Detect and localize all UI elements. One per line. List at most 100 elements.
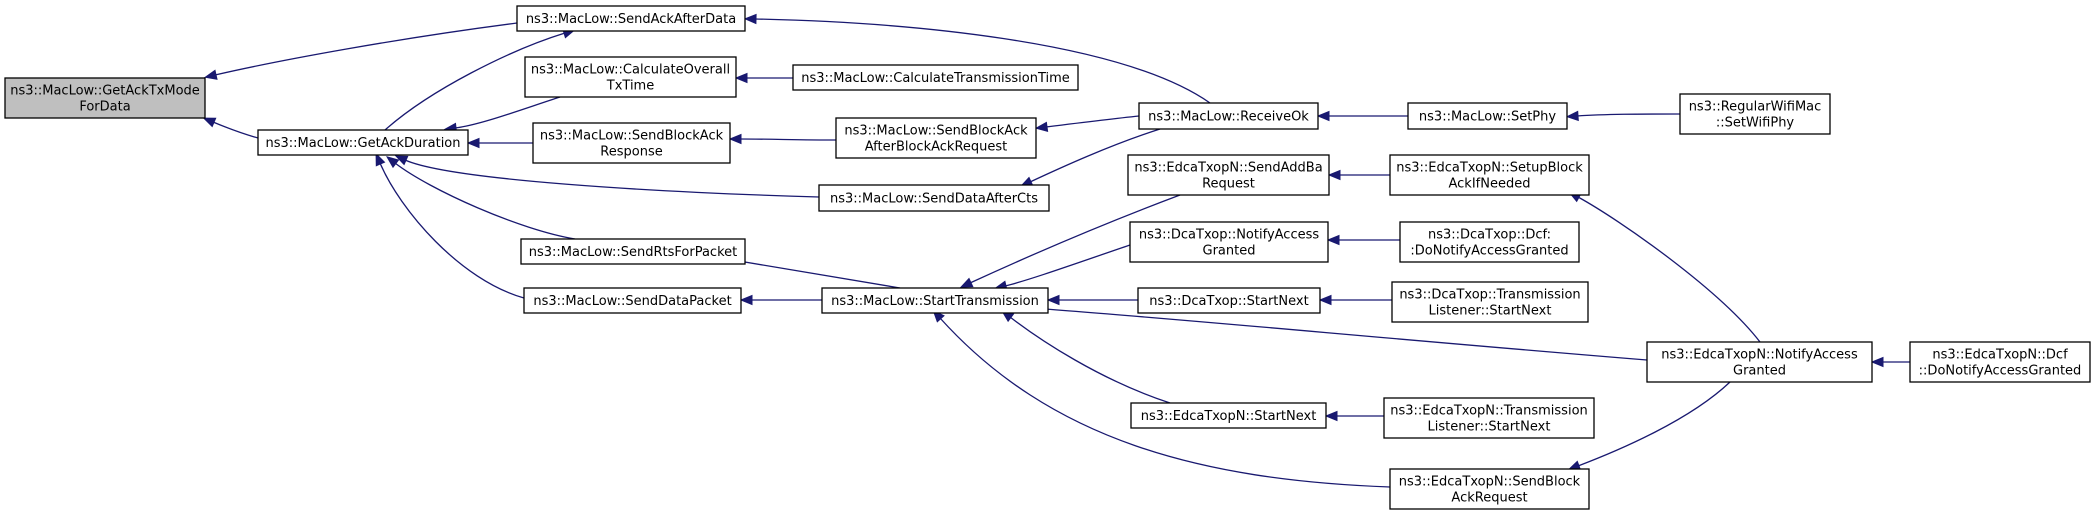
edge-line bbox=[212, 121, 259, 139]
edge-dcanotify-to-starttransmission bbox=[993, 244, 1131, 291]
edge-line bbox=[939, 317, 1391, 488]
arrowhead bbox=[1326, 234, 1340, 246]
node-label-line: ns3::MacLow::GetAckTxMode bbox=[10, 84, 200, 99]
arrowhead bbox=[1316, 110, 1330, 122]
node-calctranstime[interactable]: ns3::MacLow::CalculateTransmissionTime bbox=[792, 64, 1079, 91]
arrowhead bbox=[1034, 121, 1049, 132]
edge-line bbox=[739, 138, 837, 141]
edge-line bbox=[1577, 196, 1761, 343]
node-label-line: ::SetWifiPhy bbox=[1716, 116, 1795, 131]
arrowhead bbox=[386, 156, 400, 169]
node-label-line: ns3::MacLow::CalculateTransmissionTime bbox=[801, 71, 1070, 86]
node-edcanotify[interactable]: ns3::EdcaTxopN::NotifyAccessGranted bbox=[1646, 341, 1873, 383]
edge-senddatapacket-to-getackduration bbox=[375, 152, 525, 299]
node-box bbox=[1909, 341, 2091, 383]
node-label-line: ns3::EdcaTxopN::SendAddBa bbox=[1134, 161, 1322, 176]
node-receiveok[interactable]: ns3::MacLow::ReceiveOk bbox=[1138, 102, 1319, 130]
edge-line bbox=[1009, 316, 1171, 404]
node-box bbox=[516, 5, 746, 32]
node-box bbox=[1646, 341, 1873, 383]
node-label-line: Granted bbox=[1203, 244, 1256, 259]
node-dcatransstart[interactable]: ns3::DcaTxop::TransmissionListener::Star… bbox=[1391, 281, 1589, 323]
arrowhead bbox=[1870, 356, 1884, 368]
node-label-line: ns3::DcaTxop::StartNext bbox=[1149, 294, 1308, 309]
node-box bbox=[1383, 397, 1595, 439]
node-label-line: ns3::EdcaTxopN::SetupBlock bbox=[1396, 161, 1583, 176]
node-sendblockackafter[interactable]: ns3::MacLow::SendBlockAckAfterBlockAckRe… bbox=[835, 117, 1037, 159]
edge-setwifiphy-to-setphy bbox=[1565, 110, 1681, 122]
edge-line bbox=[379, 162, 525, 299]
node-box bbox=[821, 287, 1049, 314]
node-box bbox=[1129, 221, 1329, 263]
node-label-line: Response bbox=[600, 145, 662, 160]
node-dcanotify[interactable]: ns3::DcaTxop::NotifyAccessGranted bbox=[1129, 221, 1329, 263]
node-label-line: ns3::DcaTxop::Transmission bbox=[1399, 288, 1580, 303]
node-senddatapacket[interactable]: ns3::MacLow::SendDataPacket bbox=[523, 287, 742, 314]
edge-calctranstime-to-calcoverall bbox=[734, 72, 794, 84]
node-label-line: ns3::EdcaTxopN::NotifyAccess bbox=[1661, 348, 1858, 363]
node-dcfdonotify[interactable]: ns3::DcaTxop::Dcf::DoNotifyAccessGranted bbox=[1399, 221, 1580, 263]
edge-edcastartnext-to-starttransmission bbox=[1001, 310, 1171, 404]
node-label-line: ForData bbox=[79, 100, 130, 115]
edge-edcanotify-to-setupblockack bbox=[1568, 191, 1761, 343]
node-edcastartnext[interactable]: ns3::EdcaTxopN::StartNext bbox=[1130, 402, 1327, 429]
edge-line bbox=[404, 159, 820, 198]
edge-line bbox=[754, 18, 1211, 104]
node-starttransmission[interactable]: ns3::MacLow::StartTransmission bbox=[821, 287, 1049, 314]
node-box bbox=[1399, 221, 1580, 263]
arrowhead bbox=[202, 117, 217, 128]
edge-line bbox=[394, 162, 576, 240]
node-box bbox=[1130, 402, 1327, 429]
node-box bbox=[1389, 468, 1590, 510]
node-setwifiphy[interactable]: ns3::RegularWifiMac::SetWifiPhy bbox=[1679, 93, 1831, 135]
edge-receiveok-to-sendblockackafter bbox=[1034, 115, 1140, 132]
node-label-line: ns3::MacLow::GetAckDuration bbox=[266, 136, 461, 151]
arrowhead bbox=[1565, 110, 1579, 122]
arrowhead bbox=[739, 294, 753, 306]
edge-setphy-to-receiveok bbox=[1316, 110, 1408, 122]
node-label-line: ns3::MacLow::SendBlockAck bbox=[540, 129, 724, 144]
edge-sendblockackresp-to-getackduration bbox=[466, 137, 534, 149]
node-label-line: ns3::MacLow::ReceiveOk bbox=[1148, 110, 1309, 125]
node-box bbox=[1407, 102, 1568, 130]
node-box bbox=[1127, 154, 1330, 196]
node-sendrtsforpacket[interactable]: ns3::MacLow::SendRtsForPacket bbox=[520, 238, 746, 265]
node-senddataaftercts[interactable]: ns3::MacLow::SendDataAfterCts bbox=[818, 184, 1050, 212]
node-sendackafterdata[interactable]: ns3::MacLow::SendAckAfterData bbox=[516, 5, 746, 32]
node-box bbox=[835, 117, 1037, 159]
node-label-line: ns3::EdcaTxopN::SendBlock bbox=[1399, 475, 1581, 490]
edge-line bbox=[1004, 244, 1131, 287]
edge-sendackafterdata-to-getacktxmode bbox=[203, 22, 518, 80]
edge-line bbox=[969, 194, 1181, 284]
arrowhead bbox=[375, 152, 386, 167]
arrowhead bbox=[959, 277, 974, 288]
node-label-line: Listener::StartNext bbox=[1428, 420, 1551, 435]
node-edcatransstart[interactable]: ns3::EdcaTxopN::TransmissionListener::St… bbox=[1383, 397, 1595, 439]
edge-receiveok-to-sendackafterdata bbox=[743, 13, 1211, 104]
node-label-line: :DoNotifyAccessGranted bbox=[1410, 244, 1568, 259]
node-setphy[interactable]: ns3::MacLow::SetPhy bbox=[1407, 102, 1568, 130]
edge-starttransmission-to-senddatapacket bbox=[739, 294, 823, 306]
node-edcadcfdonotify[interactable]: ns3::EdcaTxopN::Dcf::DoNotifyAccessGrant… bbox=[1909, 341, 2091, 383]
edge-getackduration-to-getacktxmode bbox=[202, 117, 259, 139]
node-label-line: Granted bbox=[1733, 364, 1786, 379]
arrowhead bbox=[394, 155, 409, 166]
arrowhead bbox=[203, 69, 218, 80]
edge-edcatransstart-to-edcastartnext bbox=[1324, 410, 1385, 422]
arrowhead bbox=[1327, 169, 1341, 181]
arrowhead bbox=[734, 72, 748, 84]
node-label-line: ns3::MacLow::SendDataPacket bbox=[533, 294, 731, 309]
edge-dcatransstart-to-dcastartnext bbox=[1318, 294, 1393, 306]
node-getackduration[interactable]: ns3::MacLow::GetAckDuration bbox=[257, 129, 469, 156]
node-box bbox=[523, 287, 742, 314]
node-dcastartnext[interactable]: ns3::DcaTxop::StartNext bbox=[1137, 287, 1321, 314]
node-label-line: ns3::MacLow::SendAckAfterData bbox=[526, 12, 736, 27]
arrowhead bbox=[728, 133, 742, 145]
node-box bbox=[532, 122, 731, 164]
